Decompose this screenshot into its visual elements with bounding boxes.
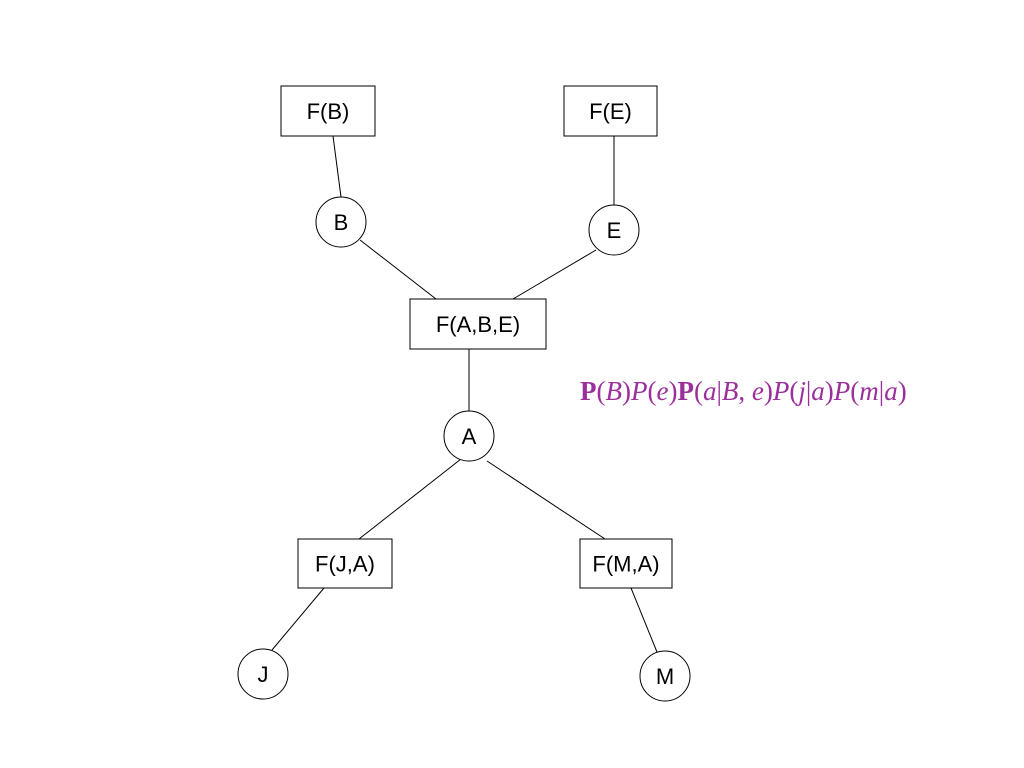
factor-box [297, 538, 393, 589]
formula-token: a [702, 376, 717, 406]
variable-node-b: B [315, 196, 367, 248]
formula-token: ) [824, 376, 834, 406]
factor-box [563, 85, 658, 137]
variable-circle [588, 204, 640, 256]
formula-token: ) [897, 376, 907, 406]
formula-token: P [833, 376, 851, 406]
edge-a-fja [358, 458, 462, 540]
nodes: F(B) F(E) F(A,B,E) F(J,A) F(M,A) B E A J M [237, 85, 691, 702]
factor-node-fma: F(M,A) [579, 538, 673, 589]
formula-token: a [811, 376, 825, 406]
edge-fja-j [271, 587, 325, 651]
formula-token: ) [622, 376, 631, 406]
factor-box [280, 85, 376, 137]
variable-node-m: M [639, 650, 691, 702]
formula-token: ( [693, 376, 703, 406]
edge-a-fma [486, 460, 606, 540]
joint-probability-formula: P(B)P(e)P(a|B, e)P(j|a)P(m|a) [580, 376, 907, 407]
edge-e-fabe [512, 249, 597, 300]
edge-fma-m [630, 587, 658, 653]
variable-circle [237, 648, 289, 700]
factor-box [409, 298, 547, 350]
edge-b-fabe [359, 239, 437, 300]
node-label: F(B) [307, 99, 350, 124]
formula-token: a [884, 376, 898, 406]
node-label: A [462, 424, 477, 449]
formula-token: B [605, 376, 623, 406]
variable-circle [639, 650, 691, 702]
variable-circle [315, 196, 367, 248]
formula-token: | [878, 376, 885, 406]
formula-token: P [677, 376, 694, 406]
node-label: M [656, 664, 674, 689]
factor-node-fb: F(B) [280, 85, 376, 137]
variable-node-a: A [443, 410, 495, 462]
node-label: F(E) [589, 99, 632, 124]
node-label: F(A,B,E) [436, 312, 520, 337]
formula-token: | [716, 376, 722, 406]
edges [271, 135, 658, 653]
node-label: F(J,A) [315, 552, 375, 577]
factor-node-fabe: F(A,B,E) [409, 298, 547, 350]
formula-token: , [738, 376, 752, 406]
node-label: F(M,A) [592, 552, 659, 577]
variable-node-j: J [237, 648, 289, 700]
variable-node-e: E [588, 204, 640, 256]
formula-token: e [751, 376, 764, 406]
formula-token: ( [596, 376, 606, 406]
formula-token: ( [850, 376, 860, 406]
formula-token: P [580, 376, 597, 406]
formula-token: ( [789, 376, 799, 406]
factor-box [579, 538, 673, 589]
edge-fb-b [332, 135, 342, 198]
node-label: J [258, 662, 269, 687]
factor-node-fja: F(J,A) [297, 538, 393, 589]
formula-token: j [798, 376, 806, 406]
formula-token: B [721, 376, 739, 406]
node-label: B [334, 210, 349, 235]
factor-node-fe: F(E) [563, 85, 658, 137]
variable-circle [443, 410, 495, 462]
formula-token: ) [763, 376, 773, 406]
formula-token: P [631, 376, 648, 406]
formula-token: m [859, 376, 879, 406]
formula-token: | [805, 376, 812, 406]
formula-token: e [656, 376, 669, 406]
formula-token: ) [668, 376, 678, 406]
formula-token: ( [647, 376, 657, 406]
formula-token: P [772, 376, 790, 406]
node-label: E [607, 218, 622, 243]
